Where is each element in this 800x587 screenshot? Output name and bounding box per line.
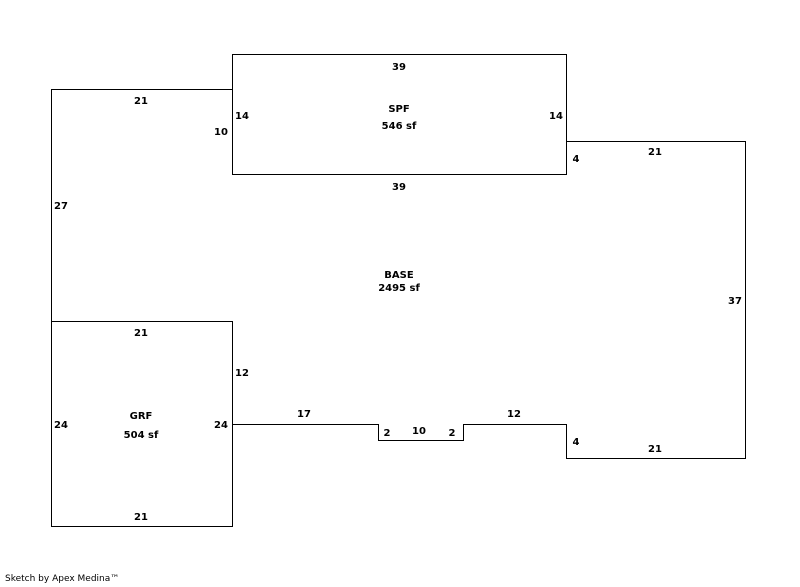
- dim-base-right-notch: 4: [573, 154, 580, 165]
- dim-base-bottom-recess: 10: [412, 426, 426, 437]
- dim-spf-top: 39: [392, 62, 406, 73]
- base-area-name: BASE: [384, 270, 414, 281]
- dim-base-grf-right: 12: [235, 368, 249, 379]
- spf-area-size: 546 sf: [382, 121, 417, 132]
- dim-base-bottom-step-left: 2: [384, 428, 391, 439]
- dim-base-top-right: 21: [648, 147, 662, 158]
- dim-base-bottom-right-notch: 4: [573, 437, 580, 448]
- dim-grf-left: 24: [54, 420, 68, 431]
- grf-area-size: 504 sf: [124, 430, 159, 441]
- grf-outline: [51, 321, 233, 527]
- sketch-credit: Sketch by Apex Medina™: [5, 574, 120, 584]
- dim-spf-left: 14: [235, 111, 249, 122]
- dim-base-right: 37: [728, 296, 742, 307]
- dim-base-left-upper: 27: [54, 201, 68, 212]
- dim-base-bottom-step-right: 2: [449, 428, 456, 439]
- dim-grf-top: 21: [134, 328, 148, 339]
- dim-spf-bottom: 39: [392, 182, 406, 193]
- dim-base-top-left: 21: [134, 96, 148, 107]
- dim-base-left-notch: 10: [214, 127, 228, 138]
- spf-area-name: SPF: [388, 104, 409, 115]
- dim-grf-right: 24: [214, 420, 228, 431]
- dim-base-bottom-seg-right: 12: [507, 409, 521, 420]
- dim-spf-right: 14: [549, 111, 563, 122]
- grf-area-name: GRF: [130, 411, 153, 422]
- spf-outline: [232, 54, 567, 175]
- base-area-size: 2495 sf: [378, 283, 420, 294]
- dim-grf-bottom: 21: [134, 512, 148, 523]
- dim-base-bottom-seg-left: 17: [297, 409, 311, 420]
- dim-base-bottom-right: 21: [648, 444, 662, 455]
